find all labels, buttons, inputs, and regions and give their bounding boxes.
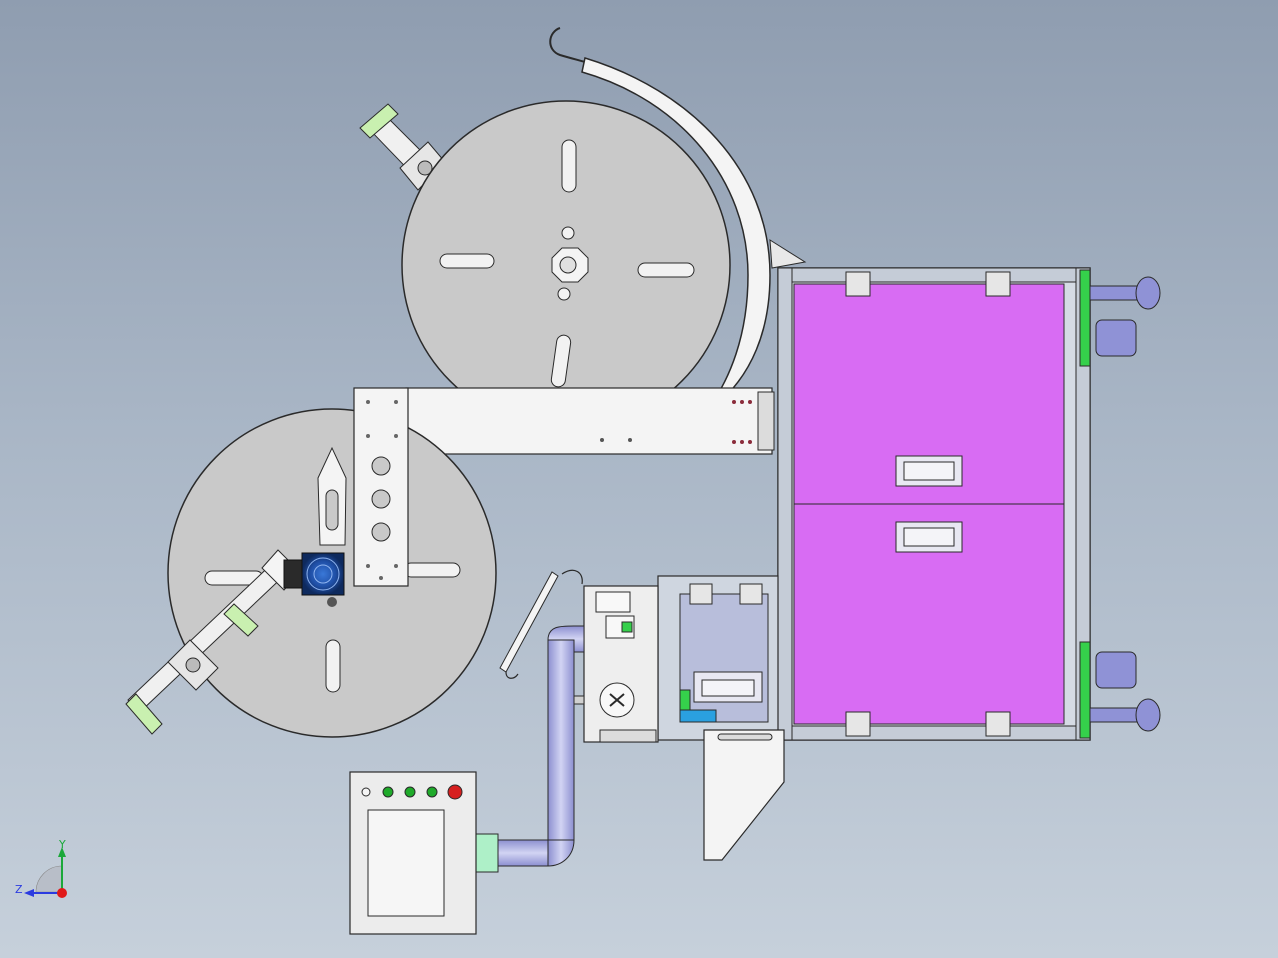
origin-icon — [57, 888, 67, 898]
motor — [283, 552, 345, 596]
mounting-plate — [405, 387, 775, 455]
coordinate-triad[interactable]: Y Z — [15, 838, 67, 898]
z-axis-label: Z — [15, 883, 23, 896]
upper-reel — [401, 100, 731, 430]
caster-feet — [1089, 276, 1161, 732]
y-axis-label: Y — [58, 838, 66, 851]
peel-plate — [703, 729, 785, 861]
lower-tension-arm — [125, 549, 301, 735]
labeler-head — [499, 569, 659, 743]
vertical-bracket — [353, 387, 409, 587]
cabinet — [777, 267, 1091, 741]
pipe — [475, 625, 585, 873]
control-box — [349, 771, 477, 935]
inner-compartment — [657, 575, 779, 741]
